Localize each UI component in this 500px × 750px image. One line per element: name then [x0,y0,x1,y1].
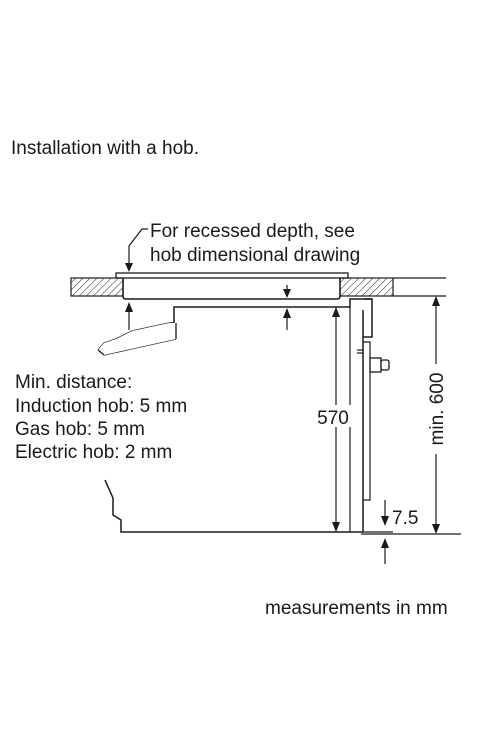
units-footnote: measurements in mm [265,598,448,619]
page-title: Installation with a hob. [11,138,200,159]
min-gap-arrow-center-down-icon [283,289,291,298]
break-fill [98,323,176,355]
recess-note-line-1: For recessed depth, see [150,221,355,242]
worktop-left [70,277,124,297]
recess-note-leader [128,228,148,263]
hob-body [122,278,341,300]
recess-note-line-2: hob dimensional drawing [150,245,361,266]
min-distance-heading: Min. distance: [15,372,133,393]
min-distance-induction: Induction hob: 5 mm [15,396,188,417]
dim-600-label-bg [424,364,448,454]
oven-bottom [104,479,363,533]
dim-7-5-arrow-up-icon [381,538,389,548]
dim-600-label: min. 600 [427,373,448,446]
oven-knob [369,357,382,373]
min-distance-gas: Gas hob: 5 mm [15,419,145,440]
dim-570-arrow-bottom-icon [332,522,340,532]
min-distance-electric: Electric hob: 2 mm [15,442,173,463]
break-line-cap [97,349,105,356]
dim-600-arrow-bottom-icon [432,524,440,534]
dim-570-label: 570 [317,408,349,429]
dim-7-5-arrow-down-icon [381,516,389,526]
recess-note-arrow-icon [125,263,133,272]
oven-front-panel [363,298,373,338]
dim-570-arrow-top-icon [332,307,340,317]
hob-rim [115,272,349,279]
dim-570-label-bg [314,405,354,427]
oven-top [169,298,372,324]
dim-600-arrow-top-icon [432,296,440,306]
oven-knob-cap [380,359,390,371]
worktop-right [339,277,394,297]
min-gap-arrow-center-up-icon [283,308,291,318]
dim-7-5-label: 7.5 [392,508,418,529]
oven-control-panel [363,341,371,501]
min-gap-arrow-left-icon [125,302,133,312]
